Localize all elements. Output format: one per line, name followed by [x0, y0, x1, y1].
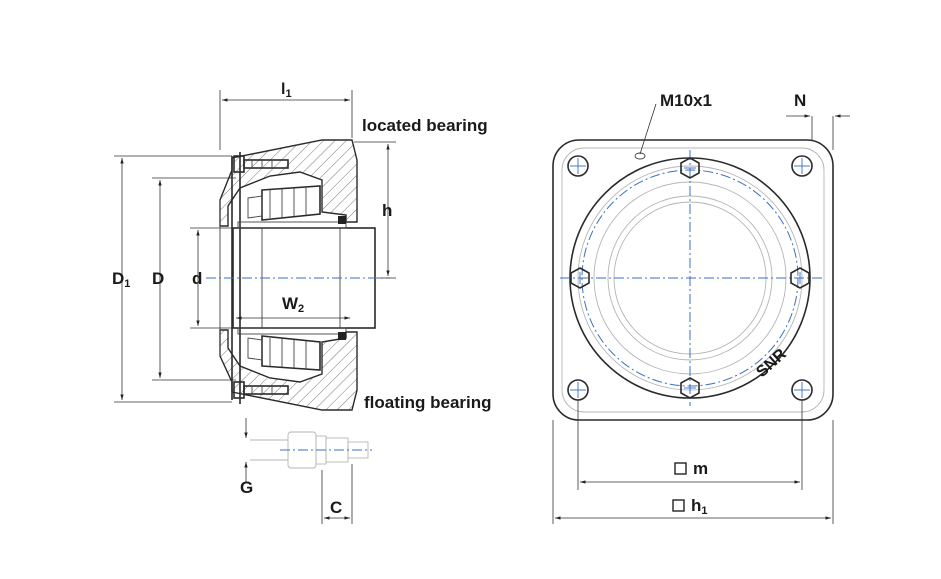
label-h1: h1: [691, 496, 708, 517]
dim-h1: [552, 420, 834, 524]
dim-D1: [114, 155, 232, 403]
label-D1: D1: [112, 269, 130, 290]
upper-bolt: [233, 155, 289, 173]
square-icon: [674, 462, 687, 475]
flange-square: [552, 139, 834, 421]
label-h: h: [382, 201, 392, 220]
upper-roller-set: [247, 185, 321, 221]
label-m: m: [693, 459, 708, 478]
label-floating-bearing: floating bearing: [364, 393, 492, 412]
lower-bolt: [233, 381, 289, 399]
label-D: D: [152, 269, 164, 288]
label-located-bearing: located bearing: [362, 116, 488, 135]
side-section-view: l1 located bearing floating bearing h D1…: [112, 81, 492, 524]
hex-bolts: [570, 157, 810, 399]
lower-roller-set: [247, 335, 321, 371]
m10-leader: [639, 103, 657, 155]
dim-N: [786, 114, 850, 150]
label-d: d: [192, 269, 202, 288]
label-M10x1: M10x1: [660, 91, 712, 110]
dim-l1: [219, 90, 353, 150]
dim-m: [577, 400, 803, 490]
bolt-detail-ghost: [250, 431, 372, 469]
label-l1: l1: [281, 81, 292, 100]
dim-d: [190, 227, 234, 329]
dim-C: [321, 464, 353, 524]
square-icon: [672, 499, 685, 512]
label-G: G: [240, 478, 253, 497]
front-view: SNR M10x1 N m h1: [552, 91, 850, 524]
label-C: C: [330, 498, 342, 517]
dim-D: [152, 177, 236, 381]
label-W2: W2: [282, 294, 304, 315]
dim-h: [354, 141, 396, 279]
label-N: N: [794, 91, 806, 110]
